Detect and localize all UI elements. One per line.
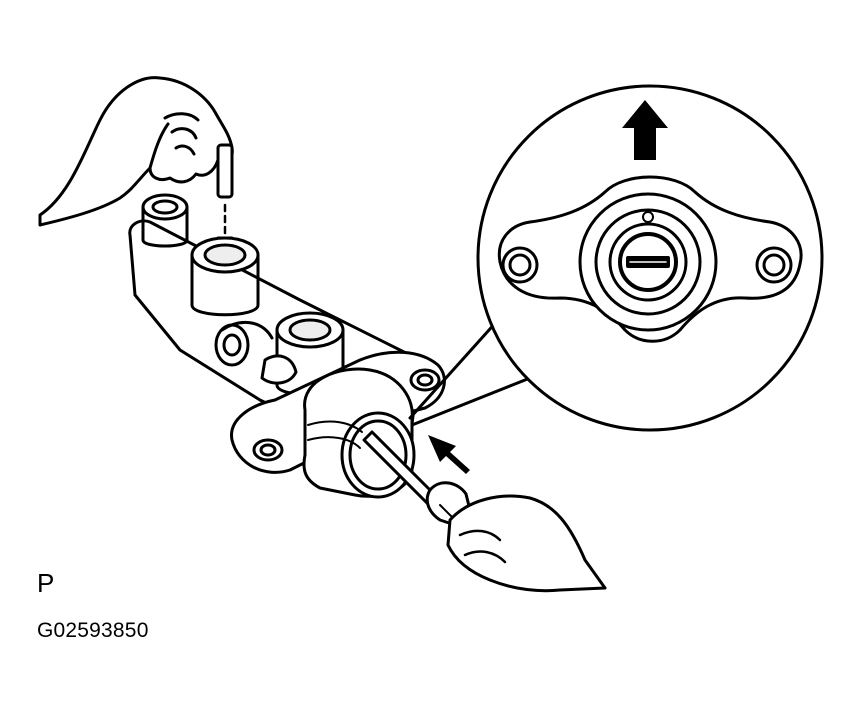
figure-code: G02593850 <box>37 619 149 642</box>
lower-hand <box>446 494 607 593</box>
arrow-up-icon <box>622 100 668 160</box>
arrow-icon <box>428 435 470 474</box>
pin-icon <box>216 143 234 199</box>
cylinder-bore <box>302 367 416 499</box>
upper-hand <box>38 76 234 227</box>
detail-callout <box>408 84 824 432</box>
view-label: P <box>37 568 55 598</box>
